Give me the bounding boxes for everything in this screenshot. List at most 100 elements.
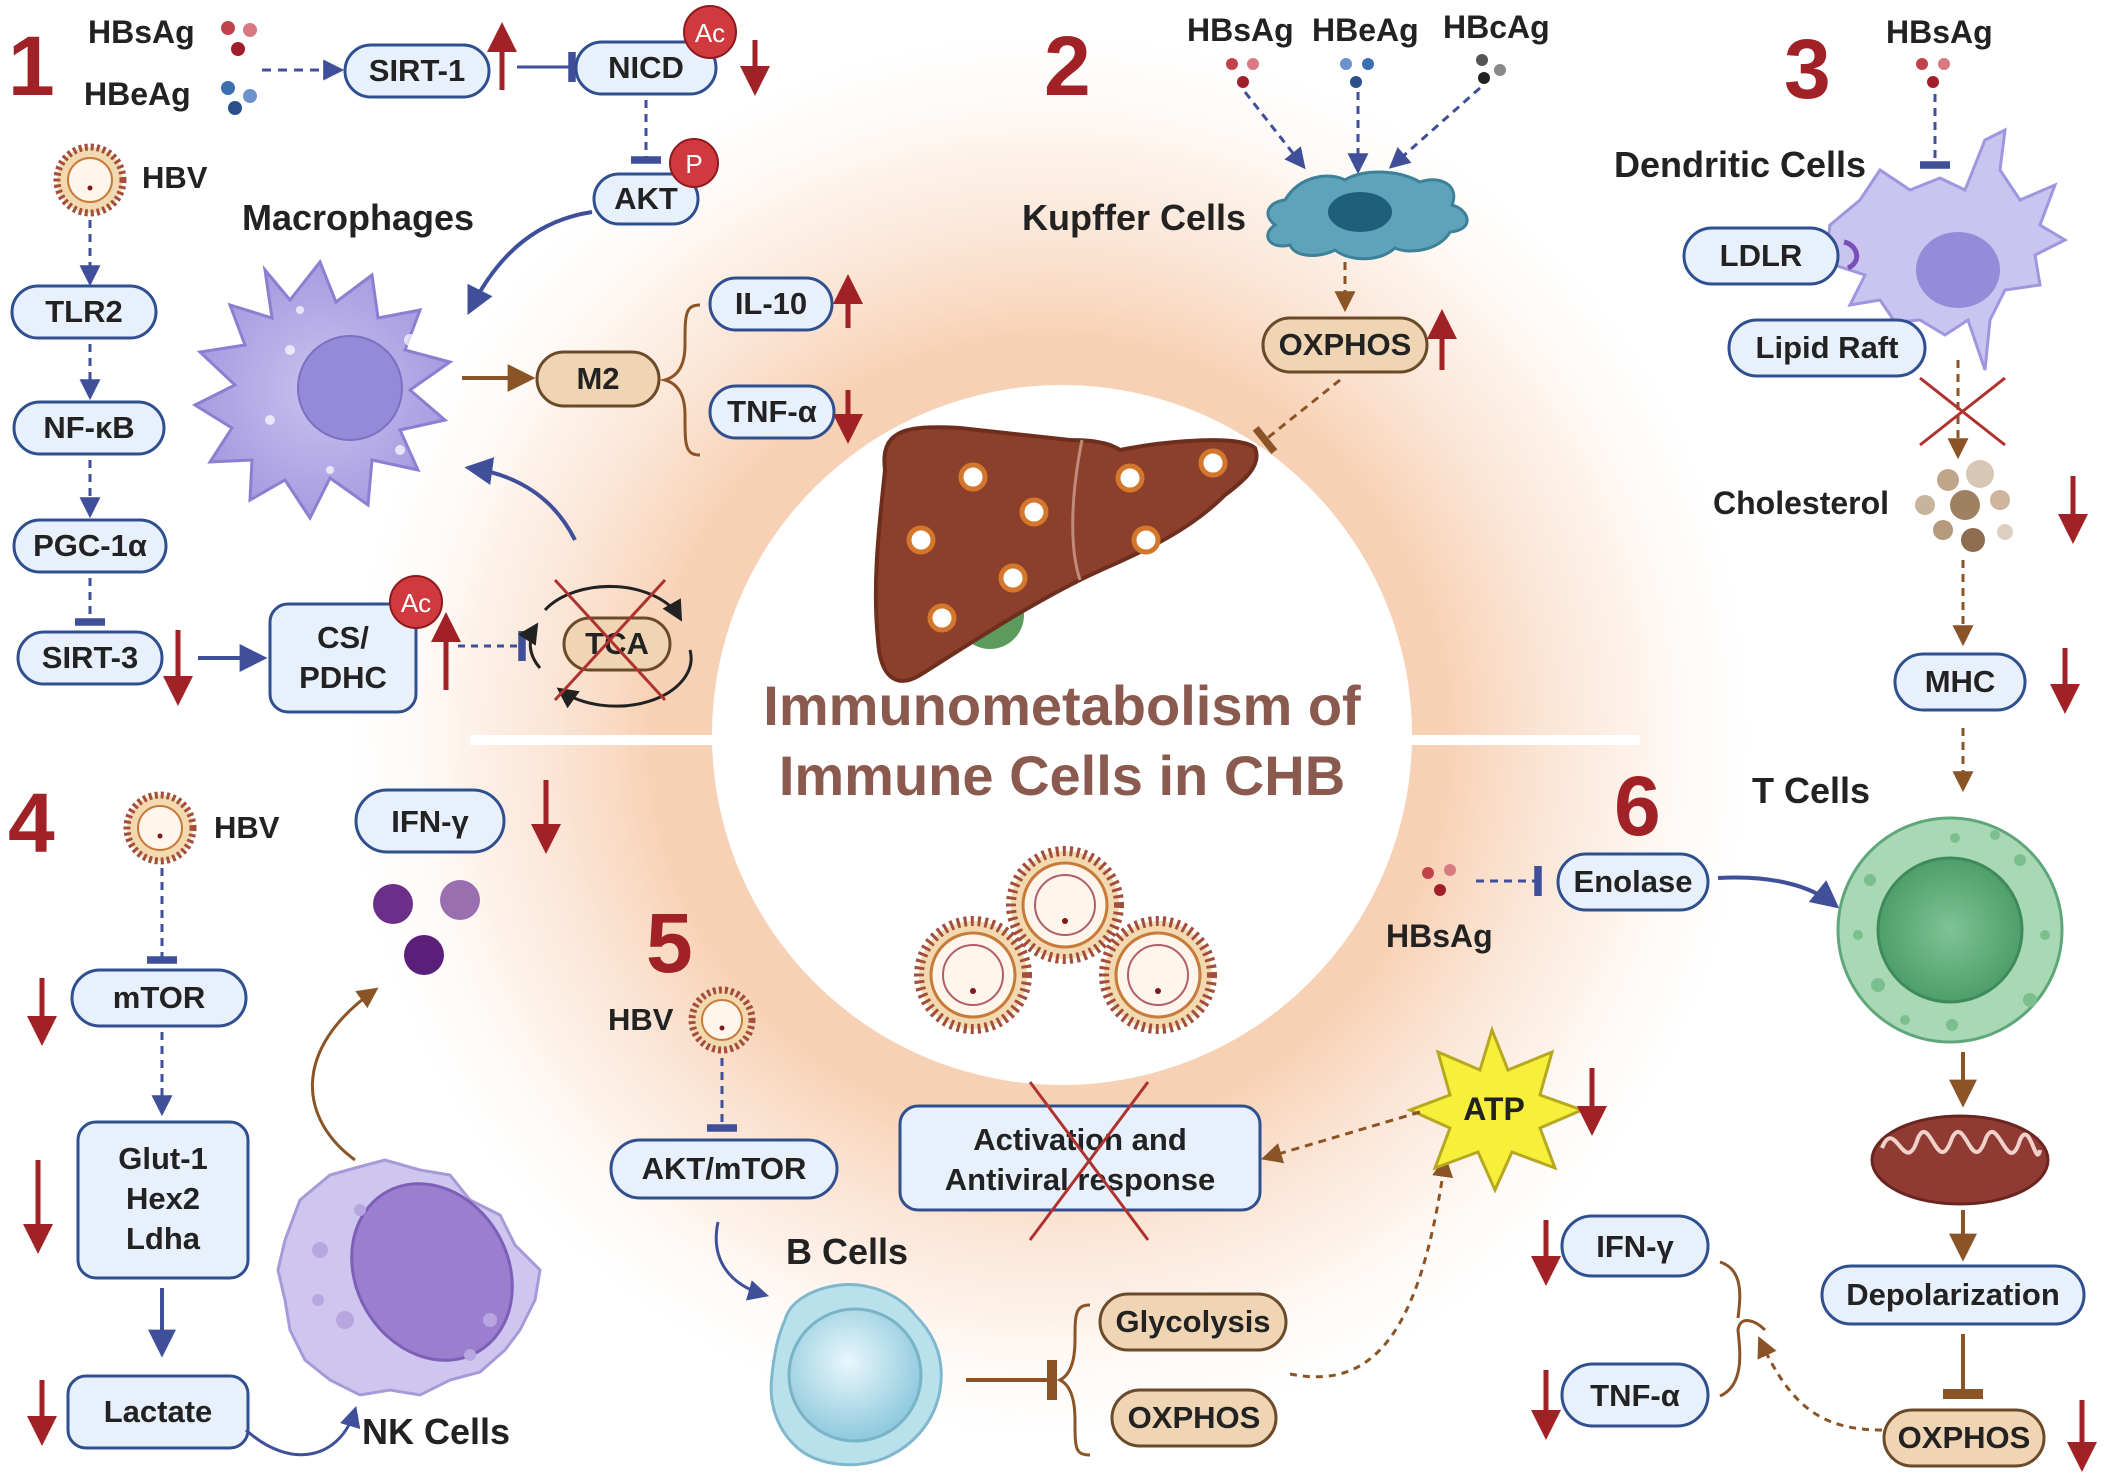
nicd-label: NICD [608, 50, 684, 85]
akt-label: AKT [614, 181, 678, 216]
pgc1a-box: PGC-1α [12, 518, 168, 574]
m2-bracket [659, 303, 701, 457]
oxphos-label-p6: OXPHOS [1898, 1420, 2031, 1455]
mhc-label: MHC [1925, 664, 1996, 699]
enolase-box: Enolase [1556, 852, 1710, 912]
panel-4-number: 4 [8, 776, 55, 870]
t-cell [1836, 816, 2064, 1044]
activation-box: Activation and Antiviral response [898, 1104, 1262, 1212]
panel-6-number: 6 [1614, 759, 1661, 853]
bcells-label: B Cells [786, 1231, 908, 1272]
arrow-enolase-tcell [1717, 875, 1840, 909]
bcell-bracket [1056, 1303, 1091, 1457]
arrow-metabolism-atp [1289, 1155, 1454, 1379]
ldha-label: Ldha [126, 1221, 201, 1256]
akt-mtor-box: AKT/mTOR [609, 1138, 839, 1200]
hbv-virions-cluster [914, 846, 1217, 1034]
blocked-cross-p3 [1919, 376, 2006, 447]
m2-label: M2 [576, 361, 619, 396]
il10-label: IL-10 [735, 286, 807, 321]
title-line-1: Immunometabolism of [763, 674, 1361, 737]
mtor-box: mTOR [70, 968, 248, 1028]
depolarization-label: Depolarization [1846, 1277, 2060, 1312]
tca-cycle: TCA [518, 578, 693, 709]
arrow-lactate-nk [244, 1405, 361, 1457]
ldlr-box: LDLR [1682, 226, 1840, 286]
sirt1-box: SIRT-1 [343, 43, 491, 99]
mitochondrion-icon [1870, 1114, 2050, 1206]
hbv-label-p5: HBV [608, 1002, 674, 1037]
hbsag-particles-p3-icon [1916, 58, 1950, 88]
panel-3-number: 3 [1784, 22, 1831, 116]
macrophages-label: Macrophages [242, 197, 474, 238]
hbsag-label-p3: HBsAg [1886, 14, 1993, 50]
ifng-box-p6: IFN-γ [1560, 1214, 1710, 1278]
nfkb-label: NF-κB [43, 410, 134, 445]
atp-burst-icon: ATP [1406, 1025, 1587, 1194]
hbeag-particles-p2-icon [1340, 58, 1374, 88]
nfkb-box: NF-κB [12, 400, 166, 456]
hbsag-label-p2: HBsAg [1187, 12, 1294, 48]
hbv-label: HBV [142, 160, 208, 195]
hex2-label: Hex2 [126, 1181, 200, 1216]
nk-cell [276, 1158, 542, 1397]
oxphos-box-p6: OXPHOS [1882, 1408, 2046, 1468]
tnfa-label-p6: TNF-α [1590, 1378, 1680, 1413]
oxphos-box-p5: OXPHOS [1110, 1388, 1278, 1448]
hbv-virion-icon [53, 143, 127, 217]
activation-label-2: Antiviral response [945, 1162, 1215, 1197]
tcells-label: T Cells [1752, 770, 1870, 811]
nicd-box: NICD [574, 40, 718, 96]
mtor-label: mTOR [113, 980, 205, 1015]
hbeag-label-p2: HBeAg [1312, 12, 1419, 48]
title-line-2: Immune Cells in CHB [779, 744, 1345, 807]
arrow-hbcag-kupffer [1388, 86, 1481, 169]
cholesterol-label: Cholesterol [1713, 485, 1889, 521]
ac-label: Ac [695, 18, 725, 48]
phospho-badge-akt: P [669, 138, 719, 188]
hbv-virion-icon-p4 [123, 791, 197, 865]
tnfa-box-p6: TNF-α [1560, 1362, 1710, 1428]
akt-box: AKT [592, 172, 700, 226]
arrow-aktmtor-bcell [714, 1221, 770, 1301]
acetyl-badge-nicd: Ac [683, 5, 737, 59]
glut-hex-ldha-box: Glut-1 Hex2 Ldha [76, 1120, 250, 1280]
pdhc-label: PDHC [299, 660, 387, 695]
arrow-hbsag-kupffer [1243, 91, 1306, 170]
sirt3-label: SIRT-3 [42, 640, 138, 675]
kupffer-label: Kupffer Cells [1022, 197, 1246, 238]
acetyl-badge-cs: Ac [389, 575, 443, 629]
arrow-oxphos-cytokines [1757, 1336, 1883, 1432]
hbsag-particles-p2-icon [1226, 58, 1259, 88]
oxphos-label-p2: OXPHOS [1279, 327, 1412, 362]
blocked-cross-p5 [1028, 1081, 1150, 1241]
tnfa-label-p1: TNF-α [727, 394, 817, 429]
dendritic-label: Dendritic Cells [1614, 144, 1866, 185]
hbsag-particles-p6-icon [1422, 864, 1456, 896]
liver-illustration [873, 425, 1259, 683]
cs-label: CS/ [317, 620, 369, 655]
lipid-raft-label: Lipid Raft [1756, 330, 1899, 365]
oxphos-label-p5: OXPHOS [1128, 1400, 1261, 1435]
sirt1-label: SIRT-1 [369, 53, 465, 88]
hbv-label-p4: HBV [214, 810, 280, 845]
ifng-label-p6: IFN-γ [1596, 1229, 1674, 1264]
nkcells-label: NK Cells [362, 1411, 510, 1452]
glut1-label: Glut-1 [118, 1141, 208, 1176]
sirt3-box: SIRT-3 [16, 630, 164, 686]
panel-5-number: 5 [646, 896, 693, 990]
glycolysis-box: Glycolysis [1098, 1292, 1288, 1352]
oxphos-box-p2: OXPHOS [1261, 316, 1429, 374]
p-label: P [685, 149, 702, 179]
ldlr-label: LDLR [1720, 238, 1803, 273]
inhibit-oxphos-liver [1252, 378, 1341, 455]
m2-box: M2 [535, 350, 661, 408]
ifng-molecules-icon [373, 880, 480, 975]
enolase-label: Enolase [1574, 864, 1693, 899]
activation-label-1: Activation and [973, 1122, 1187, 1157]
atp-label: ATP [1463, 1091, 1525, 1127]
arrow-nk-ifng [311, 987, 379, 1162]
cholesterol-droplets-icon [1915, 460, 2013, 552]
hbsag-particles-icon [221, 21, 257, 56]
